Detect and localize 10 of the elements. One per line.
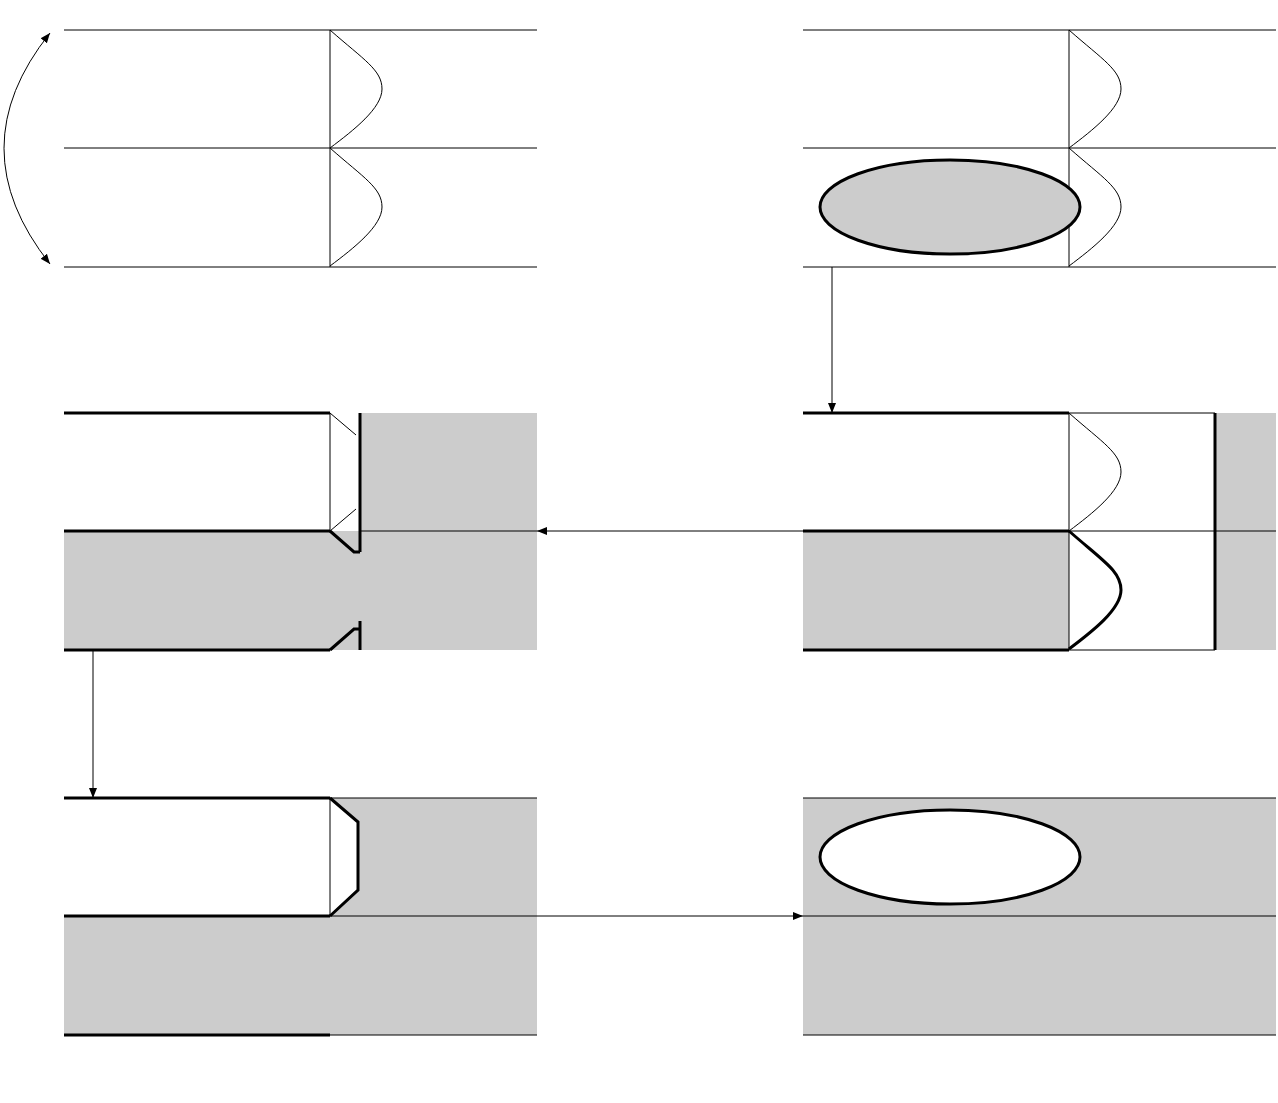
channel-flow-drawing	[64, 413, 537, 650]
arrow	[828, 266, 836, 414]
arrow	[536, 912, 804, 920]
channel-flow-drawing	[803, 413, 1276, 650]
arrow	[89, 649, 97, 799]
channel-flow-drawing	[803, 798, 1276, 1035]
arrow	[536, 527, 804, 535]
channel-flow-drawing	[64, 798, 537, 1035]
channel-flow-drawing	[803, 30, 1276, 267]
channel-flow-drawing	[64, 30, 537, 267]
